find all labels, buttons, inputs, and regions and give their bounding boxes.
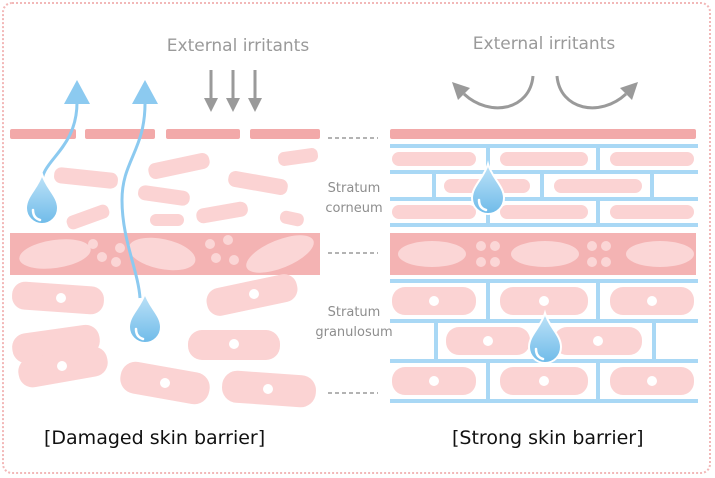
strong-barrier-caption: [Strong skin barrier]: [452, 427, 644, 449]
irritants-entering-arrows: [209, 70, 257, 100]
water-drops-retained: [470, 160, 563, 364]
intact-top-membrane: [390, 129, 696, 139]
layer-guide-lines: [328, 137, 378, 394]
damaged-barrier-caption: [Damaged skin barrier]: [44, 427, 266, 449]
irritants-deflected-arrows: [462, 75, 628, 110]
broken-top-membrane: [10, 129, 320, 139]
corneum-brick-wall: [390, 142, 698, 227]
irritants-deflected-arrowheads: [452, 82, 638, 100]
granulosum-label-line2: granulosum: [315, 325, 392, 340]
water-drops-damaged: [24, 170, 163, 344]
irritants-entering-arrowheads: [204, 98, 262, 112]
left-irritants-label: External irritants: [167, 36, 310, 56]
diagram-frame: [2, 2, 711, 474]
lipid-band-strong: [390, 233, 696, 275]
right-irritants-label: External irritants: [473, 34, 616, 54]
lipid-band-damaged: [10, 233, 320, 275]
strong-barrier-panel: [390, 75, 698, 403]
scattered-corneum-cells: [54, 148, 319, 230]
corneum-label-line2: corneum: [325, 201, 382, 216]
corneum-label-line1: Stratum: [328, 181, 381, 196]
damaged-barrier-panel: [10, 70, 320, 408]
scattered-granulosum-cells: [12, 274, 316, 408]
granulosum-label-line1: Stratum: [328, 305, 381, 320]
water-loss-arrowheads: [64, 80, 158, 104]
